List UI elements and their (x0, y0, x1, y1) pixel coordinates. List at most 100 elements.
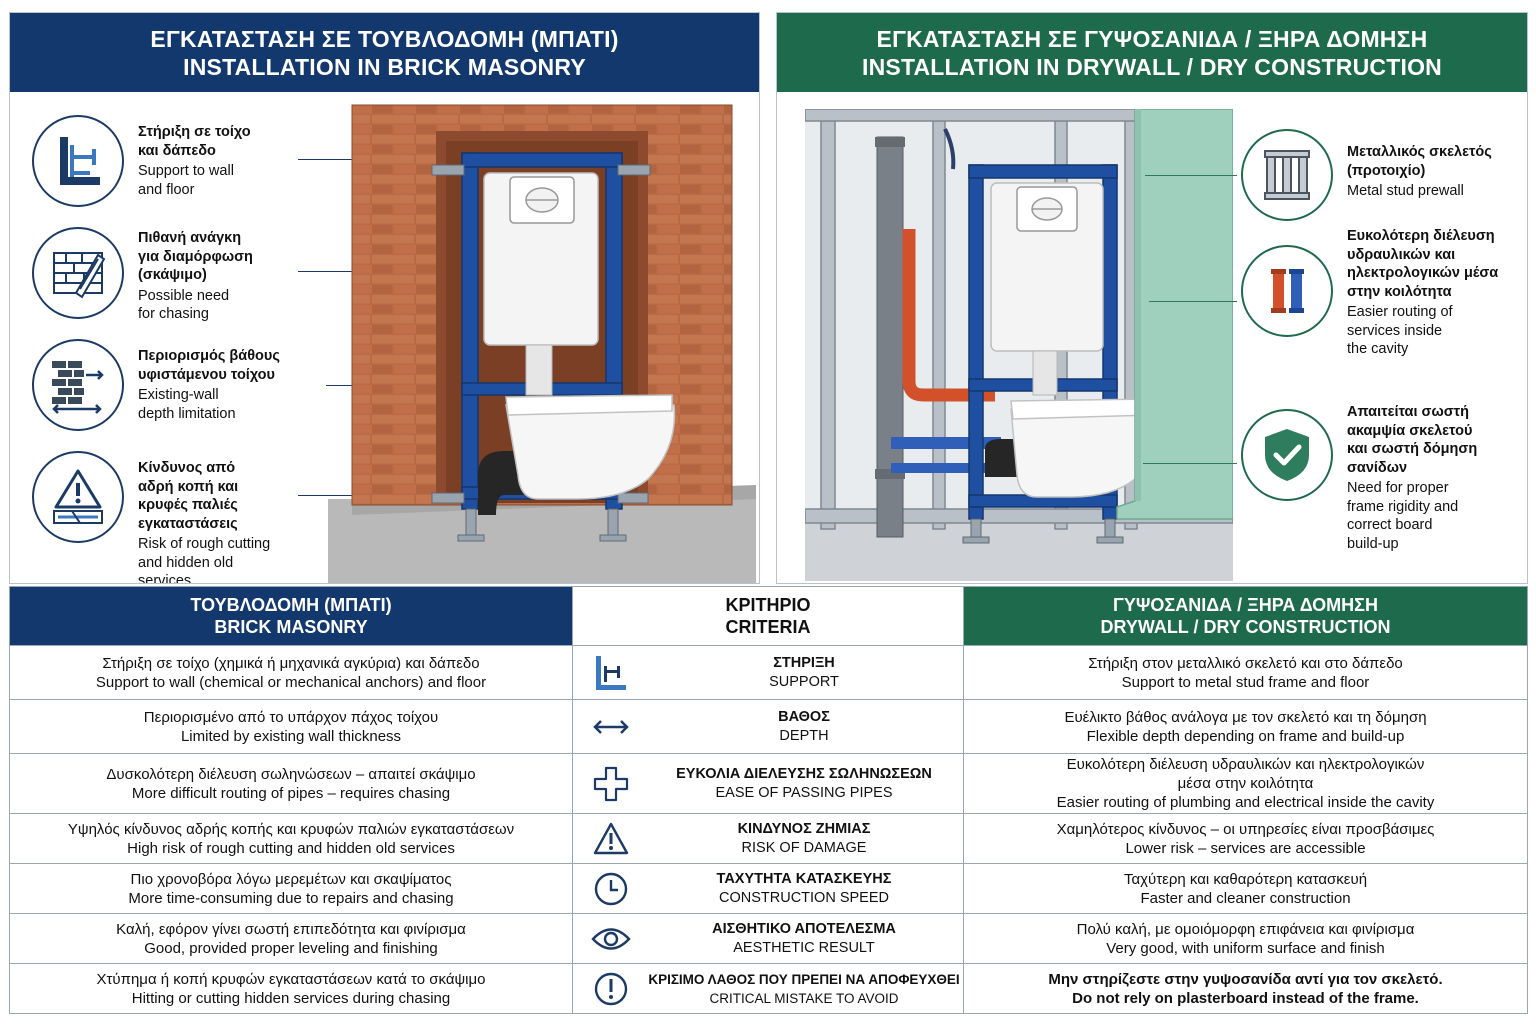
brick-feature-support: Στήριξη σε τοίχο και δάπεδο Support to w… (32, 115, 251, 207)
criteria-cell: ΕΥΚΟΛΙΑ ΔΙΕΛΕΥΣΗΣ ΣΩΛΗΝΩΣΕΩΝ EASE OF PASS… (572, 754, 964, 813)
brick-feature-gr: Στήριξη σε τοίχο και δάπεδο (138, 124, 251, 159)
pipes-icon (1241, 245, 1333, 337)
brick-cell-en: Good, provided proper leveling and finis… (144, 939, 438, 957)
criteria-cell: ΑΙΣΘΗΤΙΚΟ ΑΠΟΤΕΛΕΣΜΑ AESTHETIC RESULT (572, 914, 964, 963)
table-row: Περιορισμένο από το υπάρχον πάχος τοίχου… (10, 699, 1527, 753)
brick-cell-en: Support to wall (chemical or mechanical … (95, 673, 487, 691)
drywall-feature-en: Need for proper frame rigidity and corre… (1347, 480, 1459, 552)
drywall-installation-illustration (805, 109, 1233, 581)
shield-check-icon (1241, 409, 1333, 501)
drywall-feature-gr: Απαιτείται σωστή ακαμψία σκελετού και σω… (1347, 404, 1478, 476)
brick-cell-en: Hitting or cutting hidden services durin… (131, 989, 451, 1007)
drywall-panel: ΕΓΚΑΤΑΣΤΑΣΗ ΣΕ ΓΥΨΟΣΑΝΙΔΑ / ΞΗΡΑ ΔΟΜΗΣΗ … (776, 12, 1528, 584)
drywall-feature-gr: Μεταλλικός σκελετός (προτοιχίο) (1347, 144, 1492, 179)
header-drywall-gr: ΓΥΨΟΣΑΝΙΔΑ / ΞΗΡΑ ΔΟΜΗΣΗ (1113, 595, 1378, 615)
brick-cell: Στήριξη σε τοίχο (χημικά ή μηχανικά αγκύ… (10, 646, 572, 699)
drywall-cell: Χαμηλότερος κίνδυνος – οι υπηρεσίες είνα… (964, 814, 1527, 863)
criteria-en: RISK OF DAMAGE (741, 839, 867, 856)
brick-panel-title-en: INSTALLATION IN BRICK MASONRY (183, 53, 586, 80)
brick-cell-gr: Καλή, εφόρον γίνει σωστή επιπεδότητα και… (116, 920, 466, 938)
criteria-en: EASE OF PASSING PIPES (715, 784, 893, 801)
drywall-cell-en: Easier routing of plumbing and electrica… (1056, 794, 1435, 811)
eye-icon (591, 919, 631, 959)
wall-depth-icon (32, 339, 124, 431)
comparison-table: ΤΟΥΒΛΟΔΟΜΗ (ΜΠΑΤΙ) BRICK MASONRY ΚΡΙΤΗΡΙ… (9, 586, 1528, 1014)
criteria-gr: ΚΡΙΣΙΜΟ ΛΑΘΟΣ ΠΟΥ ΠΡΕΠΕΙ ΝΑ ΑΠΟΦΕΥΧΘΕΙ (648, 971, 960, 987)
clock-icon (591, 869, 631, 909)
header-criteria-en: CRITERIA (725, 617, 811, 637)
header-drywall-en: DRYWALL / DRY CONSTRUCTION (1100, 617, 1391, 637)
criteria-gr: ΒΑΘΟΣ (778, 708, 830, 725)
criteria-gr: ΕΥΚΟΛΙΑ ΔΙΕΛΕΥΣΗΣ ΣΩΛΗΝΩΣΕΩΝ (676, 765, 932, 782)
criteria-en: SUPPORT (769, 673, 839, 690)
brick-cell-en: More difficult routing of pipes – requir… (131, 784, 451, 802)
drywall-cell-en: Support to metal stud frame and floor (1121, 673, 1370, 691)
drywall-cell-en: Very good, with uniform surface and fini… (1106, 939, 1385, 957)
table-row: Καλή, εφόρον γίνει σωστή επιπεδότητα και… (10, 913, 1527, 963)
metal-stud-icon (1241, 129, 1333, 221)
brick-cell: Πιο χρονοβόρα λόγω μερεμέτων και σκαψίμα… (10, 864, 572, 913)
wall-floor-support-icon (32, 115, 124, 207)
drywall-cell: Ευκολότερη διέλευση υδραυλικών και ηλεκτ… (964, 754, 1527, 813)
brick-feature-en: Existing-wall depth limitation (138, 387, 236, 422)
criteria-en: AESTHETIC RESULT (733, 939, 875, 956)
drywall-panel-title-gr: ΕΓΚΑΤΑΣΤΑΣΗ ΣΕ ΓΥΨΟΣΑΝΙΔΑ / ΞΗΡΑ ΔΟΜΗΣΗ (876, 25, 1428, 52)
table-row: Χτύπημα ή κοπή κρυφών εγκαταστάσεων κατά… (10, 963, 1527, 1013)
brick-cell-en: High risk of rough cutting and hidden ol… (127, 839, 455, 857)
header-criteria: ΚΡΙΤΗΡΙΟ CRITERIA (572, 587, 964, 645)
drywall-cell: Στήριξη στον μεταλλικό σκελετό και στο δ… (964, 646, 1527, 699)
criteria-cell: ΚΙΝΔΥΝΟΣ ΖΗΜΙΑΣ RISK OF DAMAGE (572, 814, 964, 863)
brick-cell-gr: Χτύπημα ή κοπή κρυφών εγκαταστάσεων κατά… (96, 970, 486, 988)
criteria-gr: ΑΙΣΘΗΤΙΚΟ ΑΠΟΤΕΛΕΣΜΑ (712, 920, 896, 937)
leader-line (1145, 175, 1237, 176)
brick-cell-gr: Δυσκολότερη διέλευση σωληνώσεων – απαιτε… (106, 765, 476, 783)
drywall-cell-gr: Ευκολότερη διέλευση υδραυλικών και ηλεκτ… (1066, 756, 1425, 792)
depth-arrow-icon (591, 707, 631, 747)
brick-cell: Περιορισμένο από το υπάρχον πάχος τοίχου… (10, 700, 572, 753)
brick-feature-gr: Περιορισμός βάθους υφιστάμενου τοίχου (138, 348, 280, 383)
brick-cell: Δυσκολότερη διέλευση σωληνώσεων – απαιτε… (10, 754, 572, 813)
drywall-feature-en: Easier routing of services inside the ca… (1347, 304, 1453, 357)
header-brick: ΤΟΥΒΛΟΔΟΜΗ (ΜΠΑΤΙ) BRICK MASONRY (10, 587, 572, 645)
criteria-cell: ΣΤΗΡΙΞΗ SUPPORT (572, 646, 964, 699)
brick-panel-header: ΕΓΚΑΤΑΣΤΑΣΗ ΣΕ ΤΟΥΒΛΟΔΟΜΗ (ΜΠΑΤΙ) INSTAL… (10, 13, 759, 92)
warning-pipes-icon (32, 451, 124, 543)
criteria-en: CRITICAL MISTAKE TO AVOID (709, 990, 899, 1006)
header-criteria-gr: ΚΡΙΤΗΡΙΟ (725, 595, 811, 615)
header-brick-en: BRICK MASONRY (214, 617, 368, 637)
table-row: Πιο χρονοβόρα λόγω μερεμέτων και σκαψίμα… (10, 863, 1527, 913)
criteria-gr: ΣΤΗΡΙΞΗ (773, 654, 835, 671)
drywall-panel-title-en: INSTALLATION IN DRYWALL / DRY CONSTRUCTI… (862, 53, 1442, 80)
drywall-cell-gr: Πολύ καλή, με ομοιόμορφη επιφάνεια και φ… (1076, 920, 1415, 938)
brick-feature-gr: Κίνδυνος από αδρή κοπή και κρυφές παλιές… (138, 460, 239, 532)
header-drywall: ΓΥΨΟΣΑΝΙΔΑ / ΞΗΡΑ ΔΟΜΗΣΗ DRYWALL / DRY C… (964, 587, 1527, 645)
criteria-cell: ΚΡΙΣΙΜΟ ΛΑΘΟΣ ΠΟΥ ΠΡΕΠΕΙ ΝΑ ΑΠΟΦΕΥΧΘΕΙ CR… (572, 964, 964, 1013)
table-row: Δυσκολότερη διέλευση σωληνώσεων – απαιτε… (10, 753, 1527, 813)
drywall-cell-en: Do not rely on plasterboard instead of t… (1072, 989, 1419, 1007)
drywall-panel-header: ΕΓΚΑΤΑΣΤΑΣΗ ΣΕ ΓΥΨΟΣΑΝΙΔΑ / ΞΗΡΑ ΔΟΜΗΣΗ … (777, 13, 1527, 92)
table-header: ΤΟΥΒΛΟΔΟΜΗ (ΜΠΑΤΙ) BRICK MASONRY ΚΡΙΤΗΡΙ… (10, 587, 1527, 645)
criteria-gr: ΤΑΧΥΤΗΤΑ ΚΑΤΑΣΚΕΥΗΣ (716, 870, 892, 887)
drywall-cell-gr: Ευέλικτο βάθος ανάλογα με τον σκελετό κα… (1064, 708, 1427, 726)
brick-cell-gr: Περιορισμένο από το υπάρχον πάχος τοίχου (143, 708, 439, 726)
table-row: Στήριξη σε τοίχο (χημικά ή μηχανικά αγκύ… (10, 645, 1527, 699)
brick-masonry-panel: ΕΓΚΑΤΑΣΤΑΣΗ ΣΕ ΤΟΥΒΛΟΔΟΜΗ (ΜΠΑΤΙ) INSTAL… (9, 12, 760, 584)
brick-cell-en: More time-consuming due to repairs and c… (128, 889, 454, 907)
drywall-feature-stud: Μεταλλικός σκελετός (προτοιχίο) Metal st… (1241, 129, 1492, 221)
support-icon (591, 653, 631, 693)
brick-feature-depth: Περιορισμός βάθους υφιστάμενου τοίχου Ex… (32, 339, 280, 431)
brick-cell-gr: Υψηλός κίνδυνος αδρής κοπής και κρυφών π… (67, 820, 515, 838)
brick-feature-chasing: Πιθανή ανάγκη για διαμόρφωση (σκάψιμο) P… (32, 227, 253, 324)
drywall-feature-en: Metal stud prewall (1347, 183, 1464, 199)
drywall-feature-gr: Ευκολότερη διέλευση υδραυλικών και ηλεκτ… (1347, 228, 1499, 300)
drywall-cell-gr: Μην στηρίζεστε στην γυψοσανίδα αντί για … (1048, 970, 1443, 988)
brick-feature-en: Support to wall and floor (138, 163, 234, 198)
header-brick-gr: ΤΟΥΒΛΟΔΟΜΗ (ΜΠΑΤΙ) (190, 595, 392, 615)
criteria-gr: ΚΙΝΔΥΝΟΣ ΖΗΜΙΑΣ (737, 820, 871, 837)
brick-feature-gr: Πιθανή ανάγκη για διαμόρφωση (σκάψιμο) (138, 230, 253, 283)
drywall-cell-gr: Στήριξη στον μεταλλικό σκελετό και στο δ… (1088, 654, 1403, 672)
brick-cell: Χτύπημα ή κοπή κρυφών εγκαταστάσεων κατά… (10, 964, 572, 1013)
